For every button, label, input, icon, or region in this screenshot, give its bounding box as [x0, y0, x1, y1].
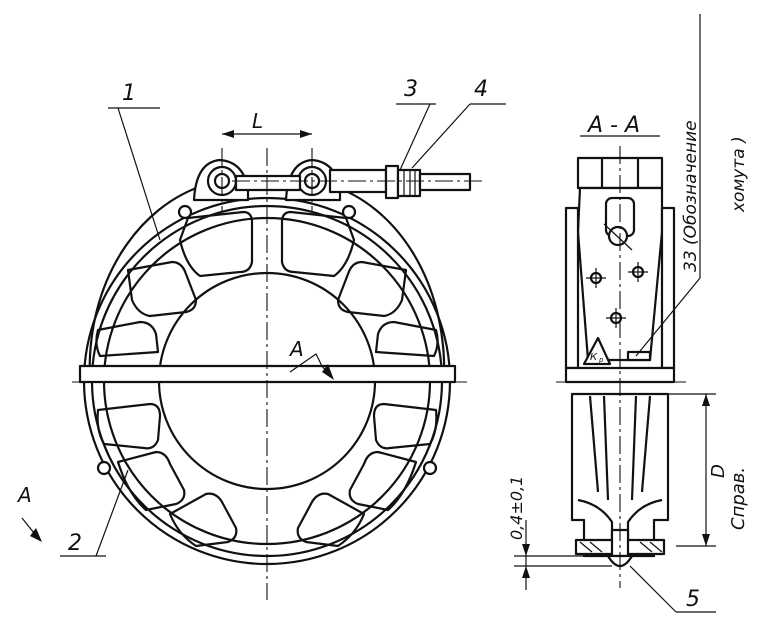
- pocket-lower-right-1: [372, 402, 438, 450]
- view-arrow-center-label: А: [288, 337, 304, 361]
- bolt-thread-end: [418, 172, 472, 192]
- pocket-upper-right-1: [280, 210, 356, 278]
- callout-1: 1: [122, 81, 136, 106]
- rivet-lower-left: [96, 460, 112, 476]
- pocket-lower-right-2: [348, 450, 418, 512]
- marking-note-line1: 33 (Обозначение: [681, 120, 701, 272]
- nut-4: [396, 168, 422, 198]
- leader-4: [411, 103, 471, 169]
- rivet-upper-left: [177, 204, 193, 220]
- stamp-subscript: р: [598, 356, 604, 364]
- stamp-triangle: [582, 336, 612, 366]
- leader-1: [117, 107, 161, 241]
- dim-tolerance-label: 0,4±0,1: [507, 476, 526, 540]
- band-right-edge: [329, 183, 446, 383]
- rivet-lower-right: [422, 460, 438, 476]
- leader-3: [399, 103, 431, 171]
- pocket-upper-left-2: [126, 260, 198, 318]
- callout-5: 5: [686, 587, 700, 612]
- callout-4: 4: [474, 77, 488, 102]
- section-view: А - А К р: [507, 14, 749, 613]
- front-view: L 1 3 4 2 А А: [16, 77, 506, 600]
- section-band-right: [660, 206, 676, 370]
- view-arrow-side-label: А: [16, 483, 32, 507]
- pocket-lower-right-3: [296, 492, 366, 548]
- rivet-upper-right: [341, 204, 357, 220]
- pocket-lower-left-1: [96, 402, 162, 450]
- marking-leader: [635, 277, 701, 357]
- stamp-letter: К: [590, 352, 598, 363]
- marking-note-line2: хомута ): [729, 136, 749, 213]
- dim-D-label: D: [708, 464, 729, 478]
- pocket-lower-left-3: [168, 492, 238, 548]
- tension-link: [234, 174, 302, 192]
- pocket-upper-right-3: [374, 320, 439, 358]
- callout-3: 3: [404, 77, 418, 102]
- dim-D-note: Справ.: [728, 467, 749, 530]
- nut-3: [384, 164, 400, 200]
- pocket-lower-left-2: [116, 450, 186, 512]
- section-title: А - А: [586, 113, 640, 138]
- callout-2: 2: [68, 531, 82, 556]
- band-left-edge: [88, 183, 206, 383]
- pocket-upper-left-1: [178, 210, 254, 278]
- pocket-upper-left-3: [95, 320, 160, 358]
- leader-5: [629, 565, 677, 613]
- section-band-left: [564, 206, 580, 370]
- dim-L-label: L: [252, 109, 263, 133]
- leader-2: [95, 469, 129, 557]
- pocket-upper-right-2: [336, 260, 408, 318]
